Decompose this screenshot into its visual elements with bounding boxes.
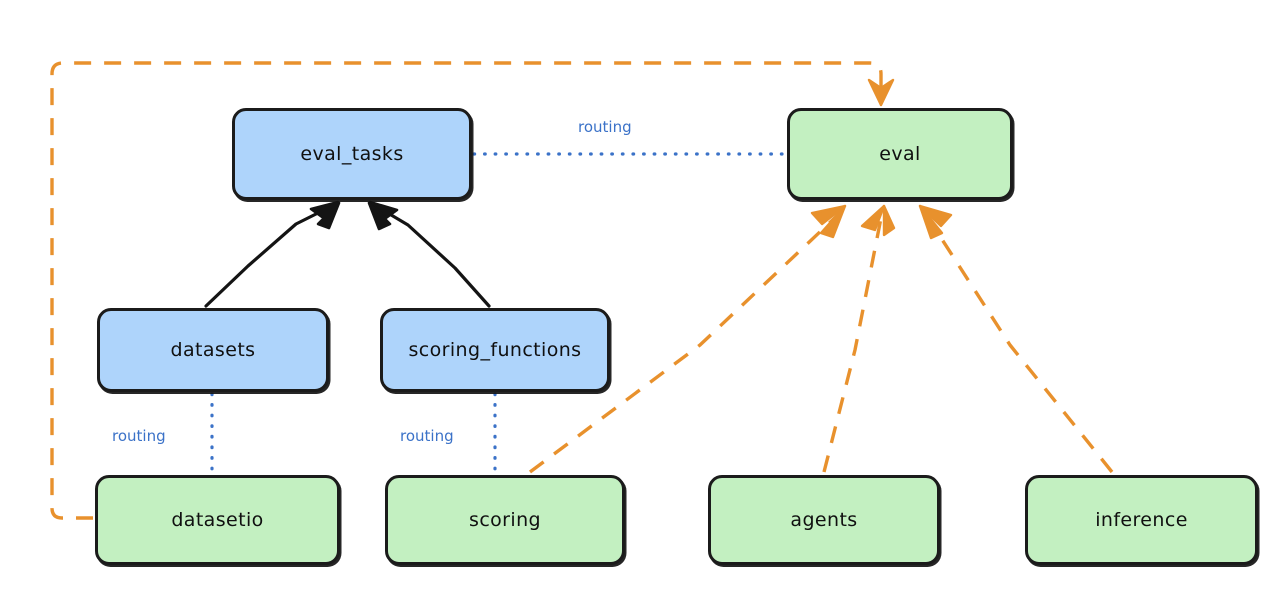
node-datasetio[interactable]: datasetio (95, 475, 340, 565)
node-label-scoring: scoring (469, 509, 541, 531)
node-label-eval-tasks: eval_tasks (300, 143, 404, 165)
node-label-inference: inference (1095, 509, 1188, 531)
edge-label-routing-datasets-datasetio: routing (112, 427, 166, 445)
node-agents[interactable]: agents (708, 475, 940, 565)
node-label-agents: agents (790, 509, 858, 531)
node-label-eval: eval (879, 143, 921, 165)
node-eval-tasks[interactable]: eval_tasks (232, 108, 472, 200)
node-datasets[interactable]: datasets (97, 308, 329, 392)
edge-scoring-functions-to-eval-tasks (367, 200, 491, 308)
node-scoring-functions[interactable]: scoring_functions (380, 308, 610, 392)
edge-label-routing-eval-tasks-eval: routing (578, 118, 632, 136)
edge-inference-to-eval (918, 204, 1114, 474)
edge-agents-to-eval (822, 204, 896, 473)
edge-datasetio-to-eval (50, 61, 895, 520)
node-label-scoring-functions: scoring_functions (408, 339, 582, 361)
node-label-datasetio: datasetio (171, 509, 264, 531)
node-inference[interactable]: inference (1025, 475, 1258, 565)
node-label-datasets: datasets (170, 339, 256, 361)
node-eval[interactable]: eval (787, 108, 1013, 200)
edge-datasets-to-eval-tasks (204, 200, 341, 308)
edge-label-routing-scoring-functions-scoring: routing (400, 427, 454, 445)
edge-scoring-to-eval (528, 204, 847, 474)
node-scoring[interactable]: scoring (385, 475, 625, 565)
